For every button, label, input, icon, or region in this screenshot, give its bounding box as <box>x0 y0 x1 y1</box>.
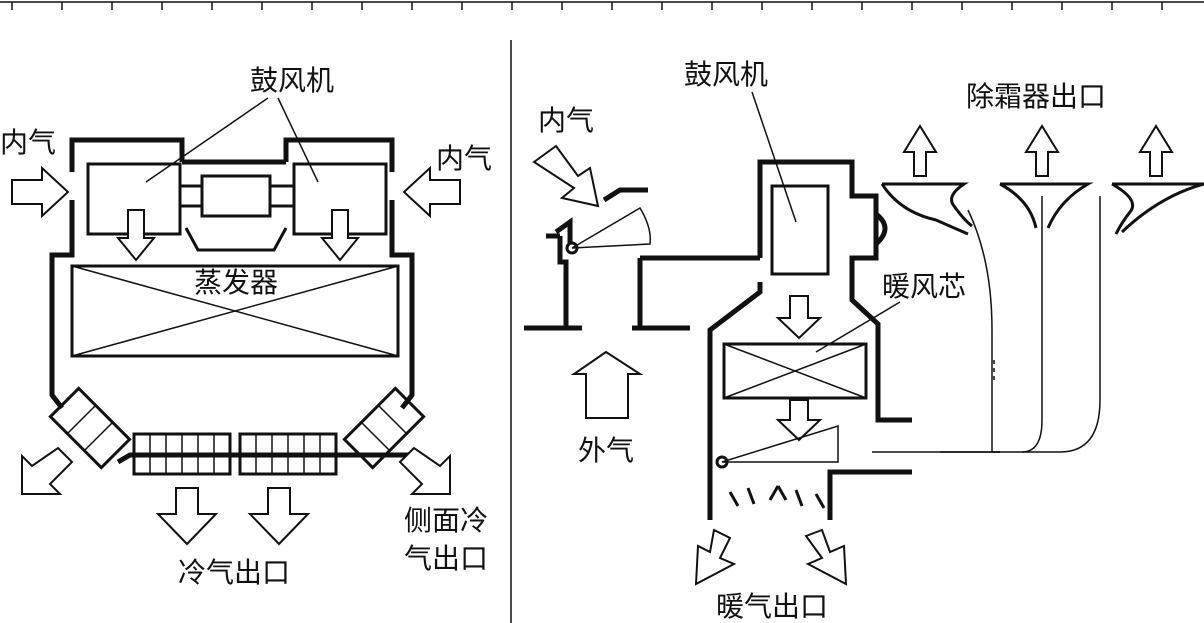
left-panel: 鼓风机 内气 内气 蒸发器 <box>0 64 492 589</box>
defrost-nozzle-left <box>880 182 973 236</box>
left-side-grille <box>48 386 132 470</box>
heater-core-label: 暖风芯 <box>882 270 966 303</box>
outer-air-arrow <box>570 350 644 419</box>
right-side-grille <box>342 386 426 470</box>
defrost-arrow-left <box>902 124 938 177</box>
cold-outlet-label: 冷气出口 <box>178 556 290 589</box>
right-inner-air-label: 内气 <box>538 104 594 137</box>
defrost-nozzle-center <box>999 182 1094 229</box>
defrost-outlet-label: 除霜器出口 <box>966 80 1106 113</box>
top-ruler <box>0 1 1204 10</box>
left-housing <box>49 137 415 465</box>
right-inlet-arrow <box>402 165 461 219</box>
evaporator-label: 蒸发器 <box>194 266 278 299</box>
defrost-arrow-right <box>1138 124 1174 177</box>
mix-door <box>715 424 839 469</box>
heater-core-leader <box>815 301 901 353</box>
defrost-arrow-center <box>1024 124 1060 177</box>
left-inner-air-label-right: 内气 <box>436 142 492 175</box>
lower-housing <box>827 469 912 520</box>
blower-motor <box>180 174 294 252</box>
blower-down-arrow <box>775 295 823 340</box>
warm-air-dashes <box>728 485 826 509</box>
warm-outlet-label: 暖气出口 <box>716 590 828 623</box>
side-outlet-arrow-left <box>21 446 74 495</box>
right-panel: 鼓风机 除霜器出口 内气 外气 <box>524 58 1204 623</box>
warm-outlet-arrow-right <box>804 528 848 586</box>
left-blower-down-arrow <box>115 209 157 262</box>
left-blower-leader-a <box>145 97 269 183</box>
side-outlet-arrow-right <box>398 446 451 495</box>
right-blower <box>770 184 830 276</box>
side-outlet-label-line1: 侧面冷 <box>404 504 488 537</box>
left-inner-air-label-left: 内气 <box>0 126 56 159</box>
right-inner-air-arrow <box>532 144 600 208</box>
side-outlet-label-line2: 气出口 <box>404 542 488 575</box>
cold-outlet-grille-left <box>132 432 232 476</box>
cold-outlet-arrow-right <box>247 487 311 546</box>
evaporator <box>70 264 400 358</box>
heater-core <box>722 342 868 400</box>
right-blower-label: 鼓风机 <box>684 58 768 91</box>
intake-flap <box>565 206 652 255</box>
intake-door-assembly <box>524 187 760 331</box>
right-blower-down-arrow <box>319 209 361 262</box>
left-inlet-arrow <box>11 165 70 219</box>
right-blower-leader <box>751 91 797 223</box>
defrost-nozzle-right <box>1111 182 1204 235</box>
outer-air-label: 外气 <box>578 434 634 467</box>
defrost-ducts <box>940 195 1101 453</box>
warm-outlet-arrow-left <box>694 528 737 586</box>
left-blower-label: 鼓风机 <box>250 64 334 97</box>
heater-down-arrow <box>775 399 823 442</box>
left-blower-leader-b <box>277 97 319 183</box>
cold-outlet-arrow-left <box>155 487 219 546</box>
right-blower-housing <box>707 159 912 520</box>
cold-outlet-grille-right <box>238 432 338 476</box>
